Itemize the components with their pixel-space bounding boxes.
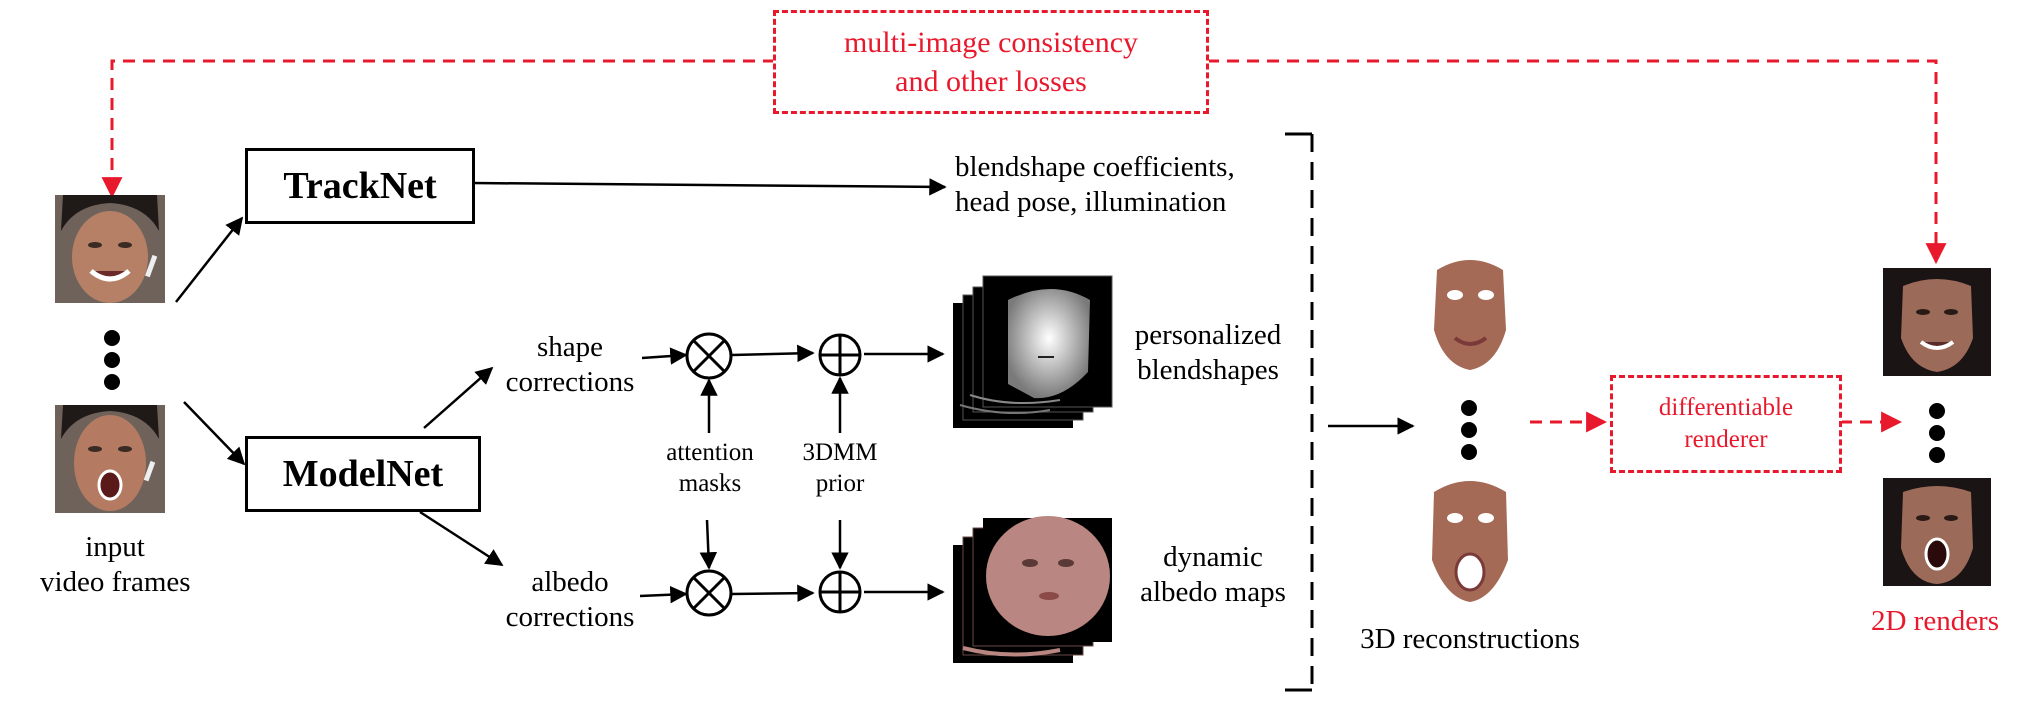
albedo-corrections-label: albedo corrections — [485, 565, 655, 636]
shape-corrections-line-1: shape — [536, 331, 604, 363]
recon-label: 3D reconstructions — [1330, 622, 1610, 657]
personalized-label: personalized blendshapes — [1118, 318, 1298, 389]
renderer-line-1: differentiable — [1658, 393, 1794, 421]
input-line-1: input — [85, 531, 145, 563]
shape-corrections-label: shape corrections — [485, 330, 655, 401]
input-frame-smile — [55, 195, 165, 303]
input-dot — [104, 330, 120, 346]
renderer-line-2: renderer — [1684, 426, 1768, 453]
recon-dot — [1461, 400, 1477, 416]
renders-label: 2D renders — [1850, 604, 2020, 639]
track-output-label: blendshape coefficients, head pose, illu… — [955, 150, 1295, 221]
attention-masks-label: attention masks — [645, 438, 775, 499]
prior-line-1: 3DMM — [802, 439, 878, 466]
plus-icon — [818, 333, 862, 377]
render-frame-open — [1883, 478, 1991, 586]
input-dot — [104, 352, 120, 368]
attention-masks-line-2: masks — [678, 469, 742, 497]
renderer-box: differentiable renderer — [1610, 375, 1842, 473]
recon-face-smile — [1434, 260, 1506, 370]
blendshape-stack — [953, 275, 1113, 428]
track-output-line-1: blendshape coefficients, — [955, 151, 1235, 183]
tracknet-label: TrackNet — [283, 165, 437, 207]
albedo-corrections-line-1: albedo — [531, 566, 609, 598]
dynamic-albedo-line-1: dynamic — [1163, 541, 1263, 573]
shape-corrections-line-2: corrections — [505, 366, 635, 399]
render-dot — [1929, 447, 1945, 463]
recon-dot — [1461, 444, 1477, 460]
attention-masks-line-1: attention — [666, 439, 754, 466]
multiply-icon — [685, 569, 733, 617]
plus-icon — [818, 570, 862, 614]
recon-text: 3D reconstructions — [1360, 623, 1580, 655]
multiply-icon — [685, 332, 733, 380]
dynamic-albedo-label: dynamic albedo maps — [1128, 540, 1298, 611]
personalized-line-2: blendshapes — [1137, 354, 1279, 387]
loss-line-1: multi-image consistency — [843, 26, 1139, 59]
track-output-line-2: head pose, illumination — [955, 186, 1227, 219]
dynamic-albedo-line-2: albedo maps — [1140, 576, 1286, 609]
flow-arrows — [175, 178, 1415, 604]
render-frame-smile — [1883, 268, 1991, 376]
prior-label: 3DMM prior — [780, 438, 900, 499]
renders-text: 2D renders — [1870, 605, 2000, 637]
modelnet-box: ModelNet — [245, 436, 481, 512]
render-dot — [1929, 403, 1945, 419]
recon-face-open — [1432, 481, 1508, 602]
recon-dot — [1461, 422, 1477, 438]
input-dot — [104, 374, 120, 390]
output-bracket — [1285, 132, 1314, 692]
albedo-stack — [953, 516, 1112, 663]
loss-box: multi-image consistency and other losses — [773, 10, 1209, 114]
prior-line-2: prior — [815, 469, 865, 497]
tracknet-box: TrackNet — [245, 148, 475, 224]
loss-feedback-lines — [101, 59, 1947, 433]
render-dot — [1929, 425, 1945, 441]
albedo-corrections-line-2: corrections — [505, 601, 635, 634]
personalized-line-1: personalized — [1134, 319, 1282, 351]
input-label: input video frames — [40, 530, 191, 601]
modelnet-label: ModelNet — [282, 453, 444, 495]
input-frame-open — [55, 405, 165, 513]
loss-line-2: and other losses — [895, 65, 1087, 98]
input-line-2: video frames — [40, 566, 191, 599]
